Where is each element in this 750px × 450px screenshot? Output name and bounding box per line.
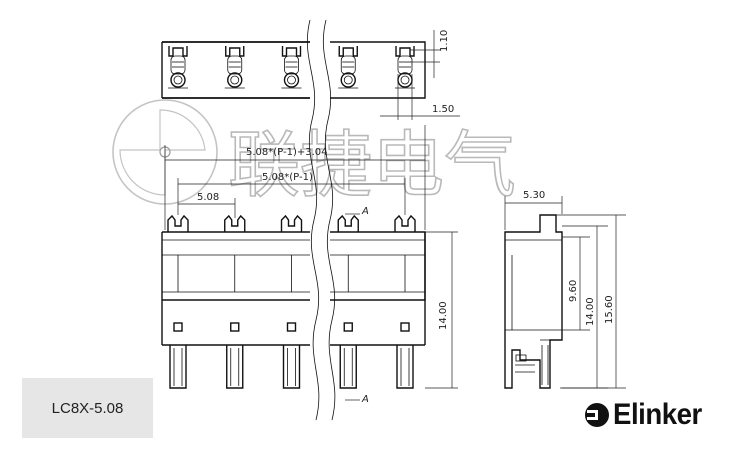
dim-top-height-text: 1.10 [439, 30, 450, 52]
break-line-right [322, 19, 336, 421]
dim-side-height-b-text: 14.00 [585, 297, 596, 326]
dim-top-offset: 1.50 [380, 74, 460, 120]
elinker-logo-icon [585, 403, 609, 427]
dim-pitch-span: 5.08*(P-1) [177, 172, 406, 215]
front-terminal-1 [167, 214, 189, 389]
part-number-label: LC8X-5.08 [22, 378, 153, 438]
dim-side-height-a-text: 9.60 [568, 280, 579, 302]
top-view [161, 41, 426, 99]
dim-front-height-text: 14.00 [438, 301, 449, 330]
top-terminal-1 [168, 46, 188, 89]
dim-side-width-text: 5.30 [523, 190, 545, 201]
top-terminal-4 [338, 46, 359, 89]
break-line-left [306, 19, 320, 421]
dim-top-height: 1.10 [410, 30, 450, 78]
dim-pitch: 5.08 [178, 192, 236, 218]
brand-name: Elinker [613, 398, 702, 431]
dim-front-height: 14.00 [425, 231, 458, 389]
section-mark-top-text: A [361, 206, 369, 217]
front-terminal-5 [394, 214, 416, 389]
section-mark-bottom: A [345, 394, 369, 405]
front-terminal-2 [224, 214, 246, 389]
front-view [161, 214, 426, 389]
section-mark-bottom-text: A [361, 394, 369, 405]
dim-side-heights: 9.60 14.00 15.60 [556, 214, 626, 389]
dim-side-height-c-text: 15.60 [604, 295, 615, 324]
dim-side-width: 5.30 [504, 190, 563, 230]
dim-pitch-text: 5.08 [197, 192, 219, 203]
dim-pitch-span-text: 5.08*(P-1) [262, 172, 313, 183]
brand-logo: Elinker [584, 398, 710, 432]
part-number-text: LC8X-5.08 [51, 399, 124, 417]
front-terminal-4 [337, 214, 359, 389]
side-view [504, 214, 563, 389]
dim-overall-text: 5.08*(P-1)+3.04 [246, 147, 328, 158]
dim-top-offset-text: 1.50 [432, 104, 454, 115]
top-terminal-3 [281, 46, 302, 89]
section-mark-top: A [345, 206, 369, 217]
watermark-text: 联捷电气 [228, 123, 516, 207]
dim-overall: 5.08*(P-1)+3.04 [164, 125, 426, 230]
front-terminal-3 [280, 214, 303, 389]
top-terminal-2 [224, 46, 245, 89]
